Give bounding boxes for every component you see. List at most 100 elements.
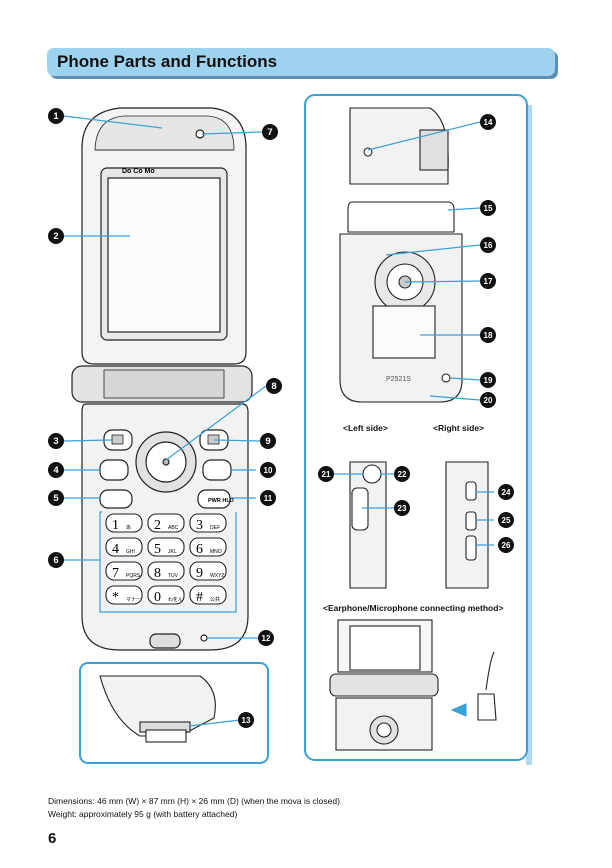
marker-number: 7	[267, 127, 272, 138]
battery-cover-illustration	[99, 675, 216, 743]
keypad-number: 7	[112, 566, 119, 581]
marker-8: 8	[266, 378, 282, 394]
marker-number: 17	[484, 277, 493, 286]
page-title: Phone Parts and Functions	[57, 52, 278, 71]
marker-number: 8	[271, 381, 276, 392]
marker-number: 23	[398, 504, 407, 513]
keypad-key-12: #公共	[189, 585, 227, 605]
marker-3: 3	[48, 433, 64, 449]
caption-earphone: <Earphone/Microphone connecting method>	[323, 603, 504, 613]
marker-22: 22	[394, 466, 410, 482]
weight-text: Weight: approximately 95 g (with battery…	[48, 809, 238, 819]
keypad-key-3: 3 DEF	[189, 513, 227, 533]
keypad-key-6: 6 MNO	[189, 537, 227, 557]
keypad-key-9: 9 WXYZ	[189, 561, 227, 581]
keypad-number: 5	[154, 542, 161, 557]
marker-number: 10	[264, 466, 273, 475]
marker-number: 13	[242, 716, 251, 725]
keypad-key-7: 7 PQRS	[105, 561, 143, 581]
marker-number: 24	[502, 488, 511, 497]
marker-number: 9	[265, 436, 270, 447]
model-label: P2521S	[386, 376, 411, 383]
marker-number: 20	[484, 396, 493, 405]
marker-number: 5	[53, 493, 59, 504]
keypad-letters: マナー	[126, 597, 141, 603]
page-number: 6	[48, 830, 57, 847]
keypad-letters: あ	[126, 525, 131, 531]
keypad-number: 8	[154, 566, 161, 581]
marker-7: 7	[262, 124, 278, 140]
keypad-letters: DEF	[210, 525, 220, 531]
marker-number: 21	[322, 470, 331, 479]
keypad-key-8: 8 TUV	[147, 561, 185, 581]
keypad-letters: わをん	[168, 596, 183, 603]
marker-number: 2	[53, 231, 58, 242]
keypad-letters: MNO	[210, 549, 222, 555]
marker-number: 6	[53, 555, 58, 566]
caption-left-side: <Left side>	[343, 423, 388, 433]
keypad-key-10: *マナー	[105, 585, 143, 605]
marker-13: 13	[238, 712, 254, 728]
marker-20: 20	[480, 392, 496, 408]
marker-16: 16	[480, 237, 496, 253]
marker-23: 23	[394, 500, 410, 516]
marker-14: 14	[480, 114, 496, 130]
keypad-number: 1	[112, 518, 119, 533]
marker-19: 19	[480, 372, 496, 388]
dimensions-text: Dimensions: 46 mm (W) × 87 mm (H) × 26 m…	[48, 796, 340, 806]
keypad-letters: WXYZ	[210, 573, 224, 579]
title-bar: Phone Parts and Functions	[47, 48, 555, 76]
marker-21: 21	[318, 466, 334, 482]
marker-number: 26	[502, 541, 511, 550]
marker-number: 19	[484, 376, 493, 385]
keypad-letters: ABC	[168, 525, 179, 531]
marker-11: 11	[260, 490, 276, 506]
marker-number: 22	[398, 470, 407, 479]
marker-6: 6	[48, 552, 64, 568]
marker-number: 1	[53, 111, 59, 122]
keypad-number: 4	[112, 542, 119, 557]
marker-17: 17	[480, 273, 496, 289]
keypad-key-2: 2 ABC	[147, 513, 185, 533]
marker-number: 25	[502, 516, 511, 525]
keypad-number: 3	[196, 518, 203, 533]
keypad-number: 9	[196, 566, 203, 581]
caption-right-side: <Right side>	[433, 423, 485, 433]
keypad-letters: JKL	[168, 549, 177, 555]
marker-25: 25	[498, 512, 514, 528]
keypad-number: 0	[154, 590, 161, 605]
marker-18: 18	[480, 327, 496, 343]
marker-number: 14	[484, 118, 493, 127]
marker-9: 9	[260, 433, 276, 449]
pwr-hld-label: PWR HLD	[208, 498, 234, 504]
marker-2: 2	[48, 228, 64, 244]
keypad-key-11: 0 わをん	[147, 585, 185, 605]
marker-5: 5	[48, 490, 64, 506]
keypad-key-4: 4 GHI	[105, 537, 143, 557]
marker-number: 18	[484, 331, 493, 340]
marker-number: 16	[484, 241, 493, 250]
marker-number: 11	[264, 494, 273, 503]
keypad-key-5: 5 JKL	[147, 537, 185, 557]
keypad-letters: TUV	[168, 573, 179, 579]
marker-24: 24	[498, 484, 514, 500]
keypad-letters: GHI	[126, 549, 135, 555]
marker-number: 12	[262, 634, 271, 643]
marker-26: 26	[498, 537, 514, 553]
brand-logo: Do Co Mo	[122, 168, 155, 175]
leader-lines	[63, 115, 494, 727]
keypad-number: 2	[154, 518, 161, 533]
marker-number: 3	[53, 436, 58, 447]
keypad-number: 6	[196, 542, 203, 557]
marker-4: 4	[48, 462, 64, 478]
marker-number: 4	[53, 465, 59, 476]
marker-10: 10	[260, 462, 276, 478]
keypad-number: #	[196, 590, 203, 605]
keypad-letters: PQRS	[126, 573, 141, 579]
marker-15: 15	[480, 200, 496, 216]
marker-12: 12	[258, 630, 274, 646]
